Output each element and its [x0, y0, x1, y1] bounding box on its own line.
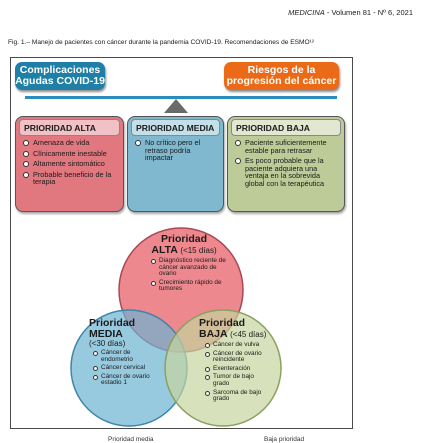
list-item: Probable beneficio de la terapia — [23, 170, 119, 186]
figure-frame: Complicaciones Agudas COVID-19 Riesgos d… — [10, 57, 353, 429]
venn-circle-low — [164, 309, 282, 427]
cancer-progression-risk-label: Riesgos de la progresión del cáncer — [224, 62, 339, 90]
venn-medium-title-1: Prioridad — [89, 317, 136, 329]
venn-high-text: Prioridad ALTA (<15 días) Diagnóstico re… — [139, 234, 229, 295]
priority-high-title: PRIORIDAD ALTA — [19, 119, 120, 136]
priority-medium-title: PRIORIDAD MEDIA — [131, 119, 220, 136]
venn-low-text: Prioridad BAJA (<45 días) Cáncer de vulv… — [199, 318, 281, 405]
list-item: Cáncer cervical — [93, 365, 159, 372]
list-item: Diagnóstico reciente de cáncer avanzado … — [151, 257, 227, 278]
list-item: Cáncer de vulva — [205, 341, 269, 349]
list-item: Cáncer de ovario reincidente — [205, 350, 269, 364]
list-item: No crítico pero el retraso podría impact… — [135, 139, 219, 162]
footer-right-label: Baja prioridad — [264, 436, 305, 443]
venn-high-title-1: Prioridad — [160, 233, 208, 245]
list-item: Sarcoma de bajo grado — [205, 389, 269, 403]
list-item: Amenaza de vida — [23, 139, 119, 147]
balance-beam — [25, 96, 337, 99]
covid-complications-label: Complicaciones Agudas COVID-19 — [15, 62, 105, 90]
footer-left-label: Prioridad media — [108, 436, 154, 443]
venn-medium-text: Prioridad MEDIA (<30 días) Cáncer de end… — [89, 318, 169, 389]
venn-low-title-2: BAJA — [199, 327, 228, 340]
priority-high-card: PRIORIDAD ALTA Amenaza de vida Clínicame… — [15, 116, 124, 212]
list-item: Cáncer de ovario estadio 1 — [93, 373, 159, 387]
venn-circles — [70, 227, 282, 427]
venn-high-title-2: ALTA — [151, 243, 178, 256]
list-item: Altamente sintomático — [23, 160, 119, 168]
list-item: Tumor de bajo grado — [205, 374, 269, 387]
priority-venn-diagram: Prioridad ALTA (<15 días) Diagnóstico re… — [11, 218, 352, 428]
journal-name: MEDICINA — [288, 8, 325, 17]
venn-medium-sub: (<30 días) — [89, 339, 126, 348]
priority-low-title: PRIORIDAD BAJA — [231, 119, 341, 136]
venn-medium-title-2: MEDIA — [89, 327, 123, 340]
balance-fulcrum — [164, 99, 188, 113]
venn-low-title-1: Prioridad — [199, 317, 246, 329]
priority-medium-card: PRIORIDAD MEDIA No crítico pero el retra… — [127, 116, 224, 212]
list-item: Exenteración — [205, 365, 269, 373]
list-item: Cáncer de endometrio — [93, 349, 159, 363]
list-item: Es poco probable que la paciente adquier… — [235, 157, 340, 187]
figure-caption: Fig. 1.– Manejo de pacientes con cáncer … — [8, 39, 315, 46]
priority-low-card: PRIORIDAD BAJA Paciente suficientemente … — [227, 116, 345, 212]
journal-header: MEDICINA - Volumen 81 - Nº 6, 2021 — [288, 8, 413, 17]
list-item: Crecimiento rápido de tumores — [151, 279, 227, 293]
venn-low-sub: (<45 días) — [230, 329, 267, 339]
journal-issue: - Volumen 81 - Nº 6, 2021 — [324, 8, 413, 17]
list-item: Paciente suficientemente estable para re… — [235, 139, 340, 154]
list-item: Clínicamente inestable — [23, 149, 119, 158]
venn-high-sub: (<15 días) — [180, 245, 217, 255]
